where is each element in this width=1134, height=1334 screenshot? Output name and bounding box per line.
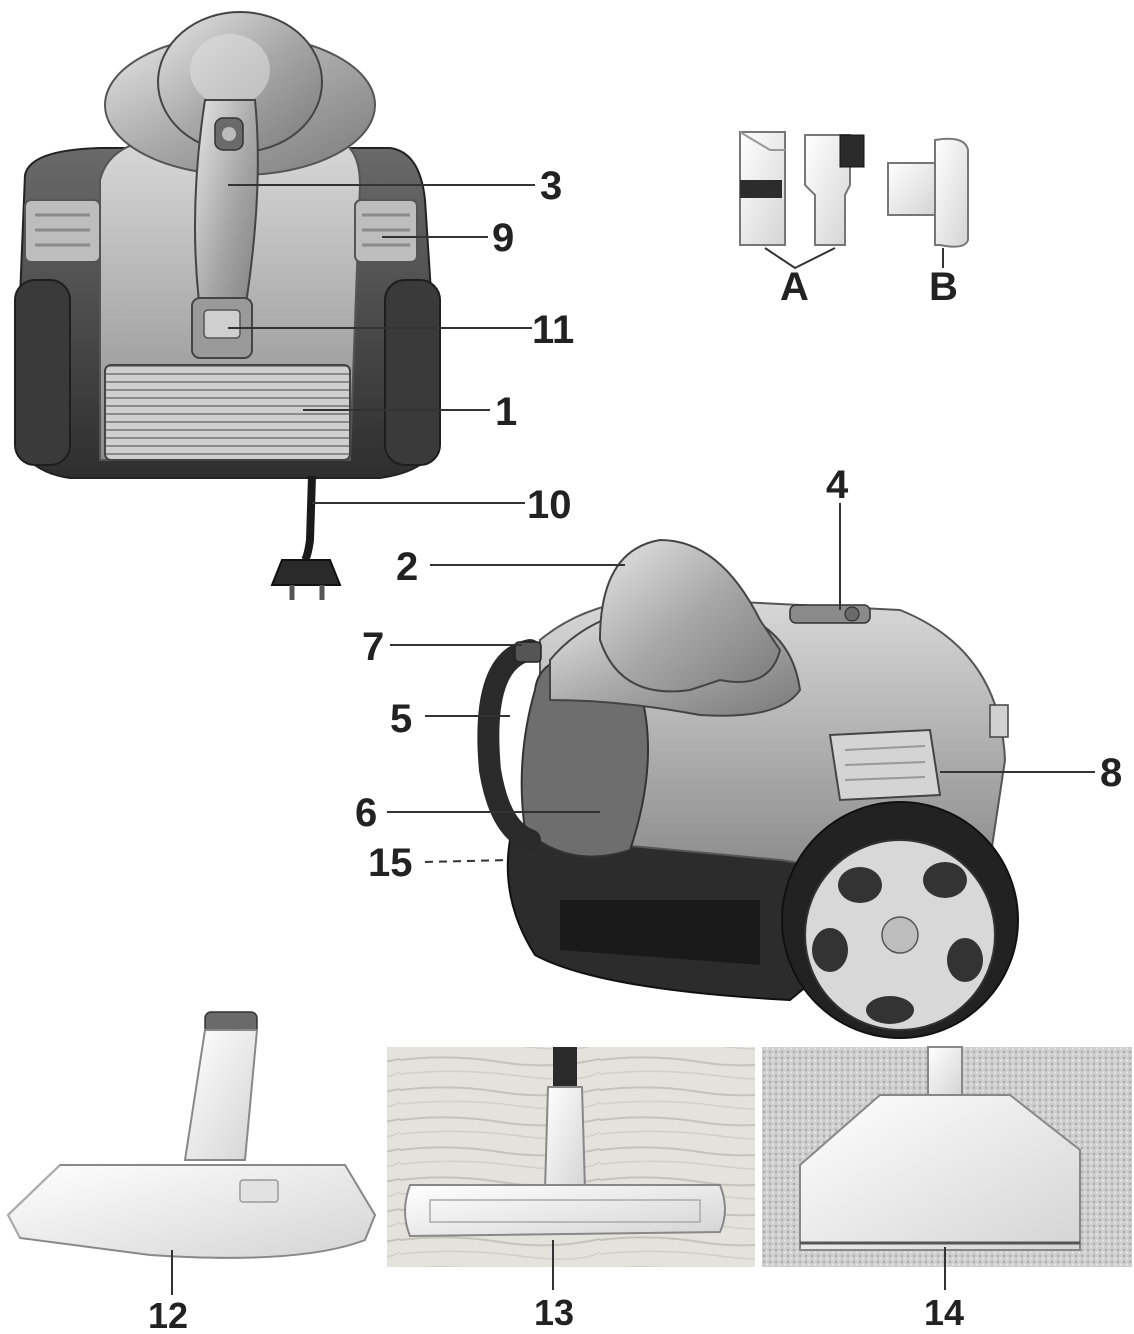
callout-2: 2 <box>396 545 418 589</box>
floor-nozzle-12 <box>6 1011 377 1259</box>
callout-15: 15 <box>368 841 413 885</box>
vacuum-rear-view <box>13 11 442 600</box>
callout-b: B <box>929 265 958 309</box>
callout-4: 4 <box>826 463 849 507</box>
crevice-tool-a <box>739 131 786 246</box>
callout-6: 6 <box>355 791 377 835</box>
callout-a: A <box>780 265 809 309</box>
callout-5: 5 <box>390 697 412 741</box>
callout-11: 11 <box>532 308 574 352</box>
brush-tool-a <box>804 134 865 246</box>
callout-12: 12 <box>148 1295 188 1334</box>
floor-photo-13 <box>387 1047 755 1267</box>
upholstery-nozzle-b <box>887 137 969 248</box>
callout-13: 13 <box>534 1292 574 1333</box>
callout-9: 9 <box>492 216 514 260</box>
callout-1: 1 <box>495 390 517 434</box>
floor-photo-14 <box>762 1046 1132 1267</box>
leader-lines <box>171 184 1095 1295</box>
callout-14: 14 <box>924 1292 964 1333</box>
vacuum-side-view <box>477 538 1019 1039</box>
callout-10: 10 <box>527 483 572 527</box>
callout-8: 8 <box>1100 751 1122 795</box>
leader-a <box>764 247 836 270</box>
callout-3: 3 <box>540 164 562 208</box>
callout-7: 7 <box>362 625 384 669</box>
